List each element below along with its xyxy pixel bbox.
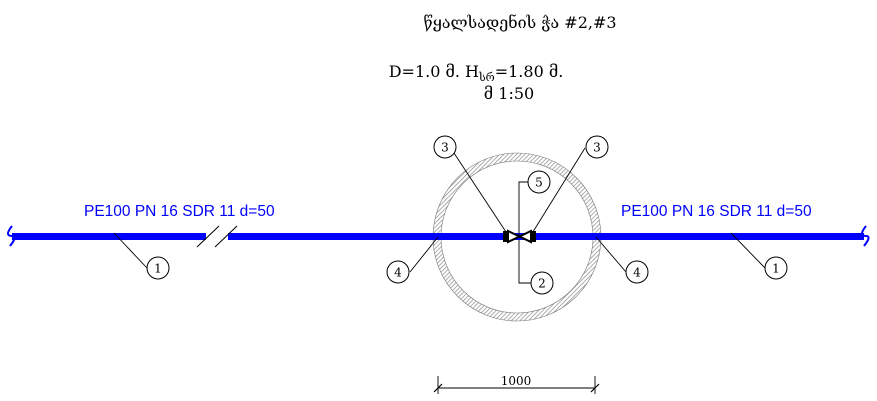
callout-fitting-bottom: 2	[530, 271, 554, 295]
pipe-label-left: PE100 PN 16 SDR 11 d=50	[84, 203, 275, 220]
drawing-title: წყალსადენის ჭა #2,#3	[423, 13, 616, 32]
pipe-break-right	[861, 225, 870, 247]
callout-valve-right: 3	[585, 135, 609, 159]
svg-text:3: 3	[441, 141, 449, 155]
svg-text:4: 4	[394, 266, 402, 280]
well-depth-text: =1.80 მ.	[495, 62, 564, 81]
leader-pipe-right	[730, 232, 766, 269]
dimension-tick-right	[590, 383, 600, 393]
pipe-segment-left	[12, 233, 206, 240]
pipe-label-right: PE100 PN 16 SDR 11 d=50	[621, 203, 812, 220]
svg-text:5: 5	[535, 176, 543, 190]
dimension-tick-left	[433, 383, 443, 393]
callout-sleeve-right: 4	[625, 260, 649, 284]
water-pipe	[7, 225, 870, 248]
scale-label: მ 1:50	[484, 84, 534, 103]
gate-valve-body	[507, 229, 532, 244]
svg-text:1: 1	[154, 262, 162, 276]
callout-pipe-right: 1	[764, 256, 788, 280]
callout-valve-left: 3	[433, 135, 457, 159]
pipe-break-left	[7, 225, 16, 247]
break-line-b	[214, 225, 238, 248]
pipe-segment-main	[228, 233, 864, 240]
well-dimensions-label: D=1.0 მ. Hსრ=1.80 მ.	[389, 62, 564, 84]
leader-valve-right	[530, 147, 586, 236]
dimension-1000: 1000	[433, 374, 600, 394]
leader-sleeve-right	[595, 236, 627, 273]
well-diameter-text: D=1.0 მ. H	[389, 62, 479, 81]
leader-valve-top	[518, 181, 528, 235]
dimension-value: 1000	[501, 374, 532, 388]
callout-sleeve-left: 4	[386, 260, 410, 284]
callout-pipe-left: 1	[146, 256, 170, 280]
flange-left	[503, 231, 508, 242]
flange-right	[531, 231, 536, 242]
svg-text:4: 4	[633, 266, 641, 280]
leader-pipe-left	[113, 232, 148, 269]
leader-lines	[113, 147, 766, 284]
break-line-a	[196, 225, 220, 248]
svg-text:1: 1	[772, 262, 780, 276]
depth-subscript: სრ	[478, 71, 495, 84]
callout-valve-top: 5	[527, 170, 551, 194]
valve-symbol	[503, 229, 536, 244]
svg-text:2: 2	[538, 277, 546, 291]
leader-fitting-bottom	[518, 240, 531, 284]
leader-sleeve-left	[409, 236, 439, 273]
callout-bubbles: 1 1 3 3 5 2 4 4	[146, 135, 788, 295]
svg-text:3: 3	[593, 141, 601, 155]
leader-valve-left	[451, 149, 509, 236]
